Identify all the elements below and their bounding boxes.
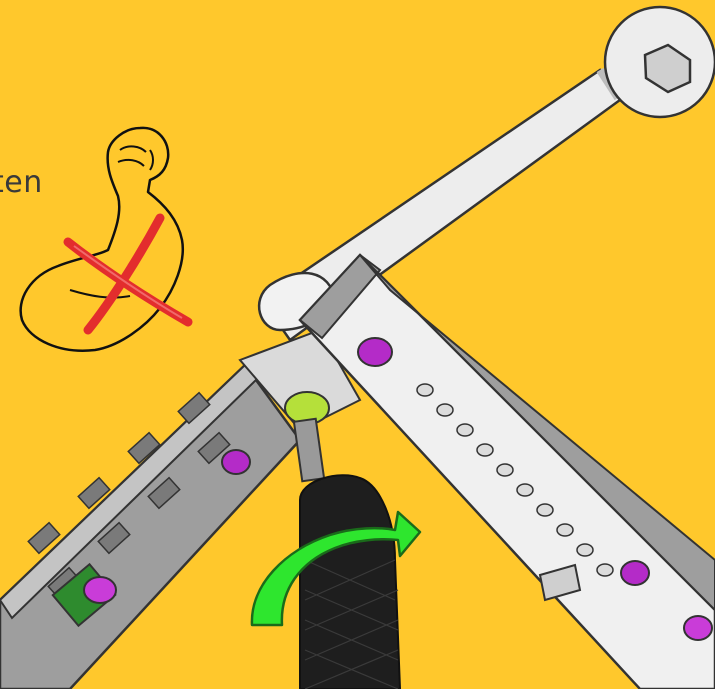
screwdriver-handle xyxy=(300,475,400,689)
screw-head xyxy=(84,577,116,603)
screw-head xyxy=(684,616,712,640)
screw-head xyxy=(222,450,250,474)
red-cross-mark xyxy=(68,218,188,330)
flexed-arm-crossed-out-icon xyxy=(21,128,188,351)
bit-shaft xyxy=(294,419,324,481)
screw-head xyxy=(621,561,649,585)
screw-head xyxy=(358,338,392,366)
left-beam xyxy=(0,365,300,689)
